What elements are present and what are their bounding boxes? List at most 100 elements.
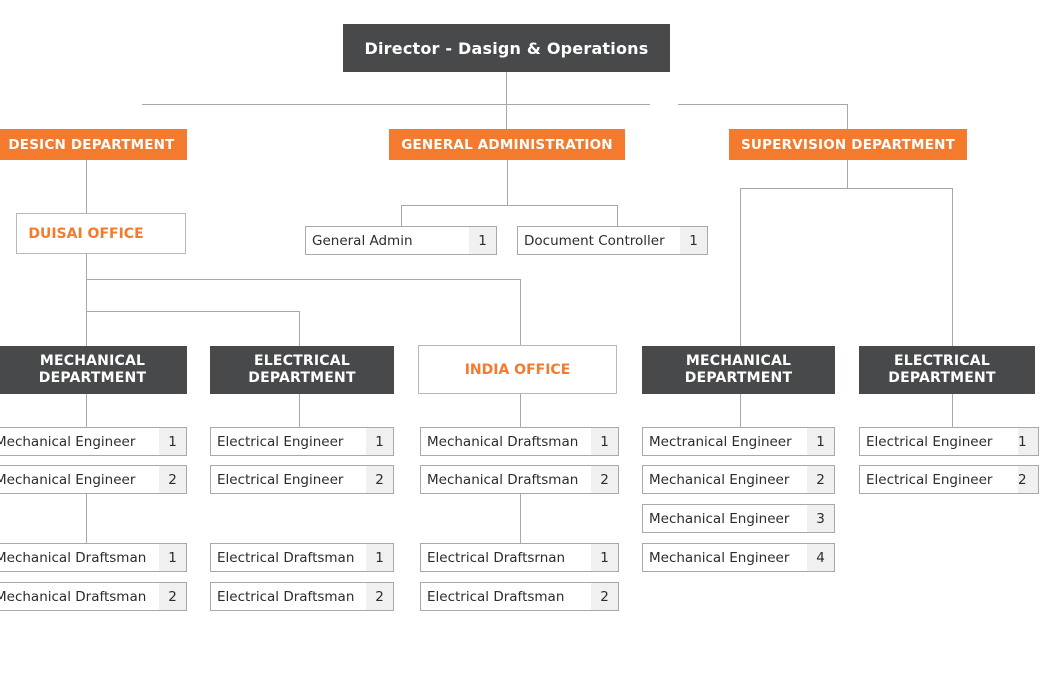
connector xyxy=(520,494,521,543)
dept-label-line1: ELECTRICAL xyxy=(254,353,350,369)
role-count: 1 xyxy=(366,544,393,571)
dept-label-line2: DEPARTMENT xyxy=(248,370,356,386)
role-count: 1 xyxy=(366,428,393,455)
role-item[interactable]: Electrical Draftsman 2 xyxy=(210,582,394,611)
role-name: Mechanical Engineer xyxy=(0,471,136,488)
connector xyxy=(86,311,299,312)
role-name: Electrical Draftsrnan xyxy=(427,549,566,566)
role-name: Electrical Draftsman xyxy=(427,588,565,605)
director-title: Director - Dasign & Operations xyxy=(364,38,649,58)
role-count: 1 xyxy=(1018,428,1038,455)
connector xyxy=(520,394,521,427)
role-item[interactable]: Electrical Engineer 2 xyxy=(859,465,1039,494)
role-item[interactable]: Electrical Draftsman 2 xyxy=(420,582,619,611)
supervision-electrical-department-box[interactable]: ELECTRICAL DEPARTMENT xyxy=(859,346,1035,394)
connector xyxy=(952,188,953,346)
role-count: 1 xyxy=(591,428,618,455)
connector xyxy=(401,205,402,226)
connector xyxy=(86,394,87,427)
india-office-label: INDIA OFFICE xyxy=(464,361,571,378)
role-item[interactable]: Mechanical Engineer 1 xyxy=(0,427,187,456)
connector xyxy=(507,160,508,205)
role-item[interactable]: Mechanical Draftsman 1 xyxy=(0,543,187,572)
role-count: 4 xyxy=(807,544,834,571)
role-item[interactable]: Mechanical Engineer 3 xyxy=(642,504,835,533)
role-item[interactable]: Mechanical Engineer 2 xyxy=(642,465,835,494)
role-item[interactable]: Mectranical Engineer 1 xyxy=(642,427,835,456)
connector xyxy=(299,311,300,346)
role-count: 1 xyxy=(159,544,186,571)
india-office-box[interactable]: INDIA OFFICE xyxy=(418,345,617,394)
supervision-mechanical-department-box[interactable]: MECHANICAL DEPARTMENT xyxy=(642,346,835,394)
role-name: Electrical Engineer xyxy=(217,471,344,488)
connector xyxy=(952,394,953,427)
role-count: 2 xyxy=(159,466,186,493)
dept-label-line1: MECHANICAL xyxy=(685,353,792,369)
role-count: 1 xyxy=(159,428,186,455)
role-name: Electrical Engineer xyxy=(866,433,993,450)
role-count: 2 xyxy=(366,466,393,493)
connector xyxy=(86,254,87,346)
dept-label-line1: ELECTRICAL xyxy=(894,353,990,369)
role-item[interactable]: Electrical Engineer 1 xyxy=(210,427,394,456)
role-name: Mechanical Draftsman xyxy=(427,433,579,450)
role-item[interactable]: Electrical Engineer 1 xyxy=(859,427,1039,456)
role-count: 1 xyxy=(469,227,496,254)
connector xyxy=(299,394,300,427)
role-count: 1 xyxy=(807,428,834,455)
role-item[interactable]: Mechanical Draftsman 2 xyxy=(0,582,187,611)
role-item[interactable]: Mechanical Draftsman 2 xyxy=(420,465,619,494)
role-item[interactable]: Mechanical Engineer 4 xyxy=(642,543,835,572)
design-department-box[interactable]: DESICN DEPARTMENT xyxy=(0,129,187,160)
role-count: 2 xyxy=(1018,466,1038,493)
general-administration-box[interactable]: GENERAL ADMINISTRATION xyxy=(389,129,625,160)
role-item[interactable]: Electrical Draftsrnan 1 xyxy=(420,543,619,572)
role-name: Mectranical Engineer xyxy=(649,433,792,450)
role-count: 2 xyxy=(591,583,618,610)
role-name: Mechanical Engineer xyxy=(649,510,790,527)
design-department-label: DESICN DEPARTMENT xyxy=(8,136,175,153)
design-mechanical-department-box[interactable]: MECHANICAL DEPARTMENT xyxy=(0,346,187,394)
role-count: 2 xyxy=(366,583,393,610)
role-name: Mechanical Draftsman xyxy=(0,588,147,605)
role-name: Mechanical Engineer xyxy=(649,471,790,488)
connector xyxy=(847,104,848,129)
role-item[interactable]: Mechanical Draftsman 1 xyxy=(420,427,619,456)
duisai-office-label: DUISAI OFFICE xyxy=(28,225,144,242)
role-name: Mechanical Draftsman xyxy=(0,549,147,566)
role-document-controller[interactable]: Document Controller 1 xyxy=(517,226,708,255)
connector xyxy=(847,160,848,188)
director-box[interactable]: Director - Dasign & Operations xyxy=(343,24,670,72)
connector xyxy=(86,160,87,213)
role-name: Mechanical Engineer xyxy=(649,549,790,566)
role-count: 2 xyxy=(807,466,834,493)
role-name: Electrical Engineer xyxy=(217,433,344,450)
role-item[interactable]: Electrical Engineer 2 xyxy=(210,465,394,494)
role-item[interactable]: Electrical Draftsman 1 xyxy=(210,543,394,572)
role-count: 1 xyxy=(680,227,707,254)
connector xyxy=(401,205,617,206)
supervision-department-box[interactable]: SUPERVISION DEPARTMENT xyxy=(729,129,967,160)
supervision-department-label: SUPERVISION DEPARTMENT xyxy=(741,136,955,153)
connector xyxy=(142,104,650,105)
connector xyxy=(740,394,741,427)
role-count: 3 xyxy=(807,505,834,532)
role-general-admin[interactable]: General Admin 1 xyxy=(305,226,497,255)
connector xyxy=(506,72,507,129)
role-name: Mechanical Engineer xyxy=(0,433,136,450)
role-name: Electrical Engineer xyxy=(866,471,993,488)
general-administration-label: GENERAL ADMINISTRATION xyxy=(401,136,613,153)
role-name: Mechanical Draftsman xyxy=(427,471,579,488)
role-count: 2 xyxy=(591,466,618,493)
connector xyxy=(520,279,521,345)
duisai-office-box[interactable]: DUISAI OFFICE xyxy=(16,213,186,254)
role-item[interactable]: Mechanical Engineer 2 xyxy=(0,465,187,494)
dept-label-line2: DEPARTMENT xyxy=(38,370,147,386)
role-name: General Admin xyxy=(312,232,413,249)
connector xyxy=(86,494,87,543)
connector xyxy=(678,104,847,105)
design-electrical-department-box[interactable]: ELECTRICAL DEPARTMENT xyxy=(210,346,394,394)
role-name: Electrical Draftsman xyxy=(217,588,355,605)
dept-label-line1: MECHANICAL xyxy=(39,353,146,369)
connector xyxy=(740,188,952,189)
